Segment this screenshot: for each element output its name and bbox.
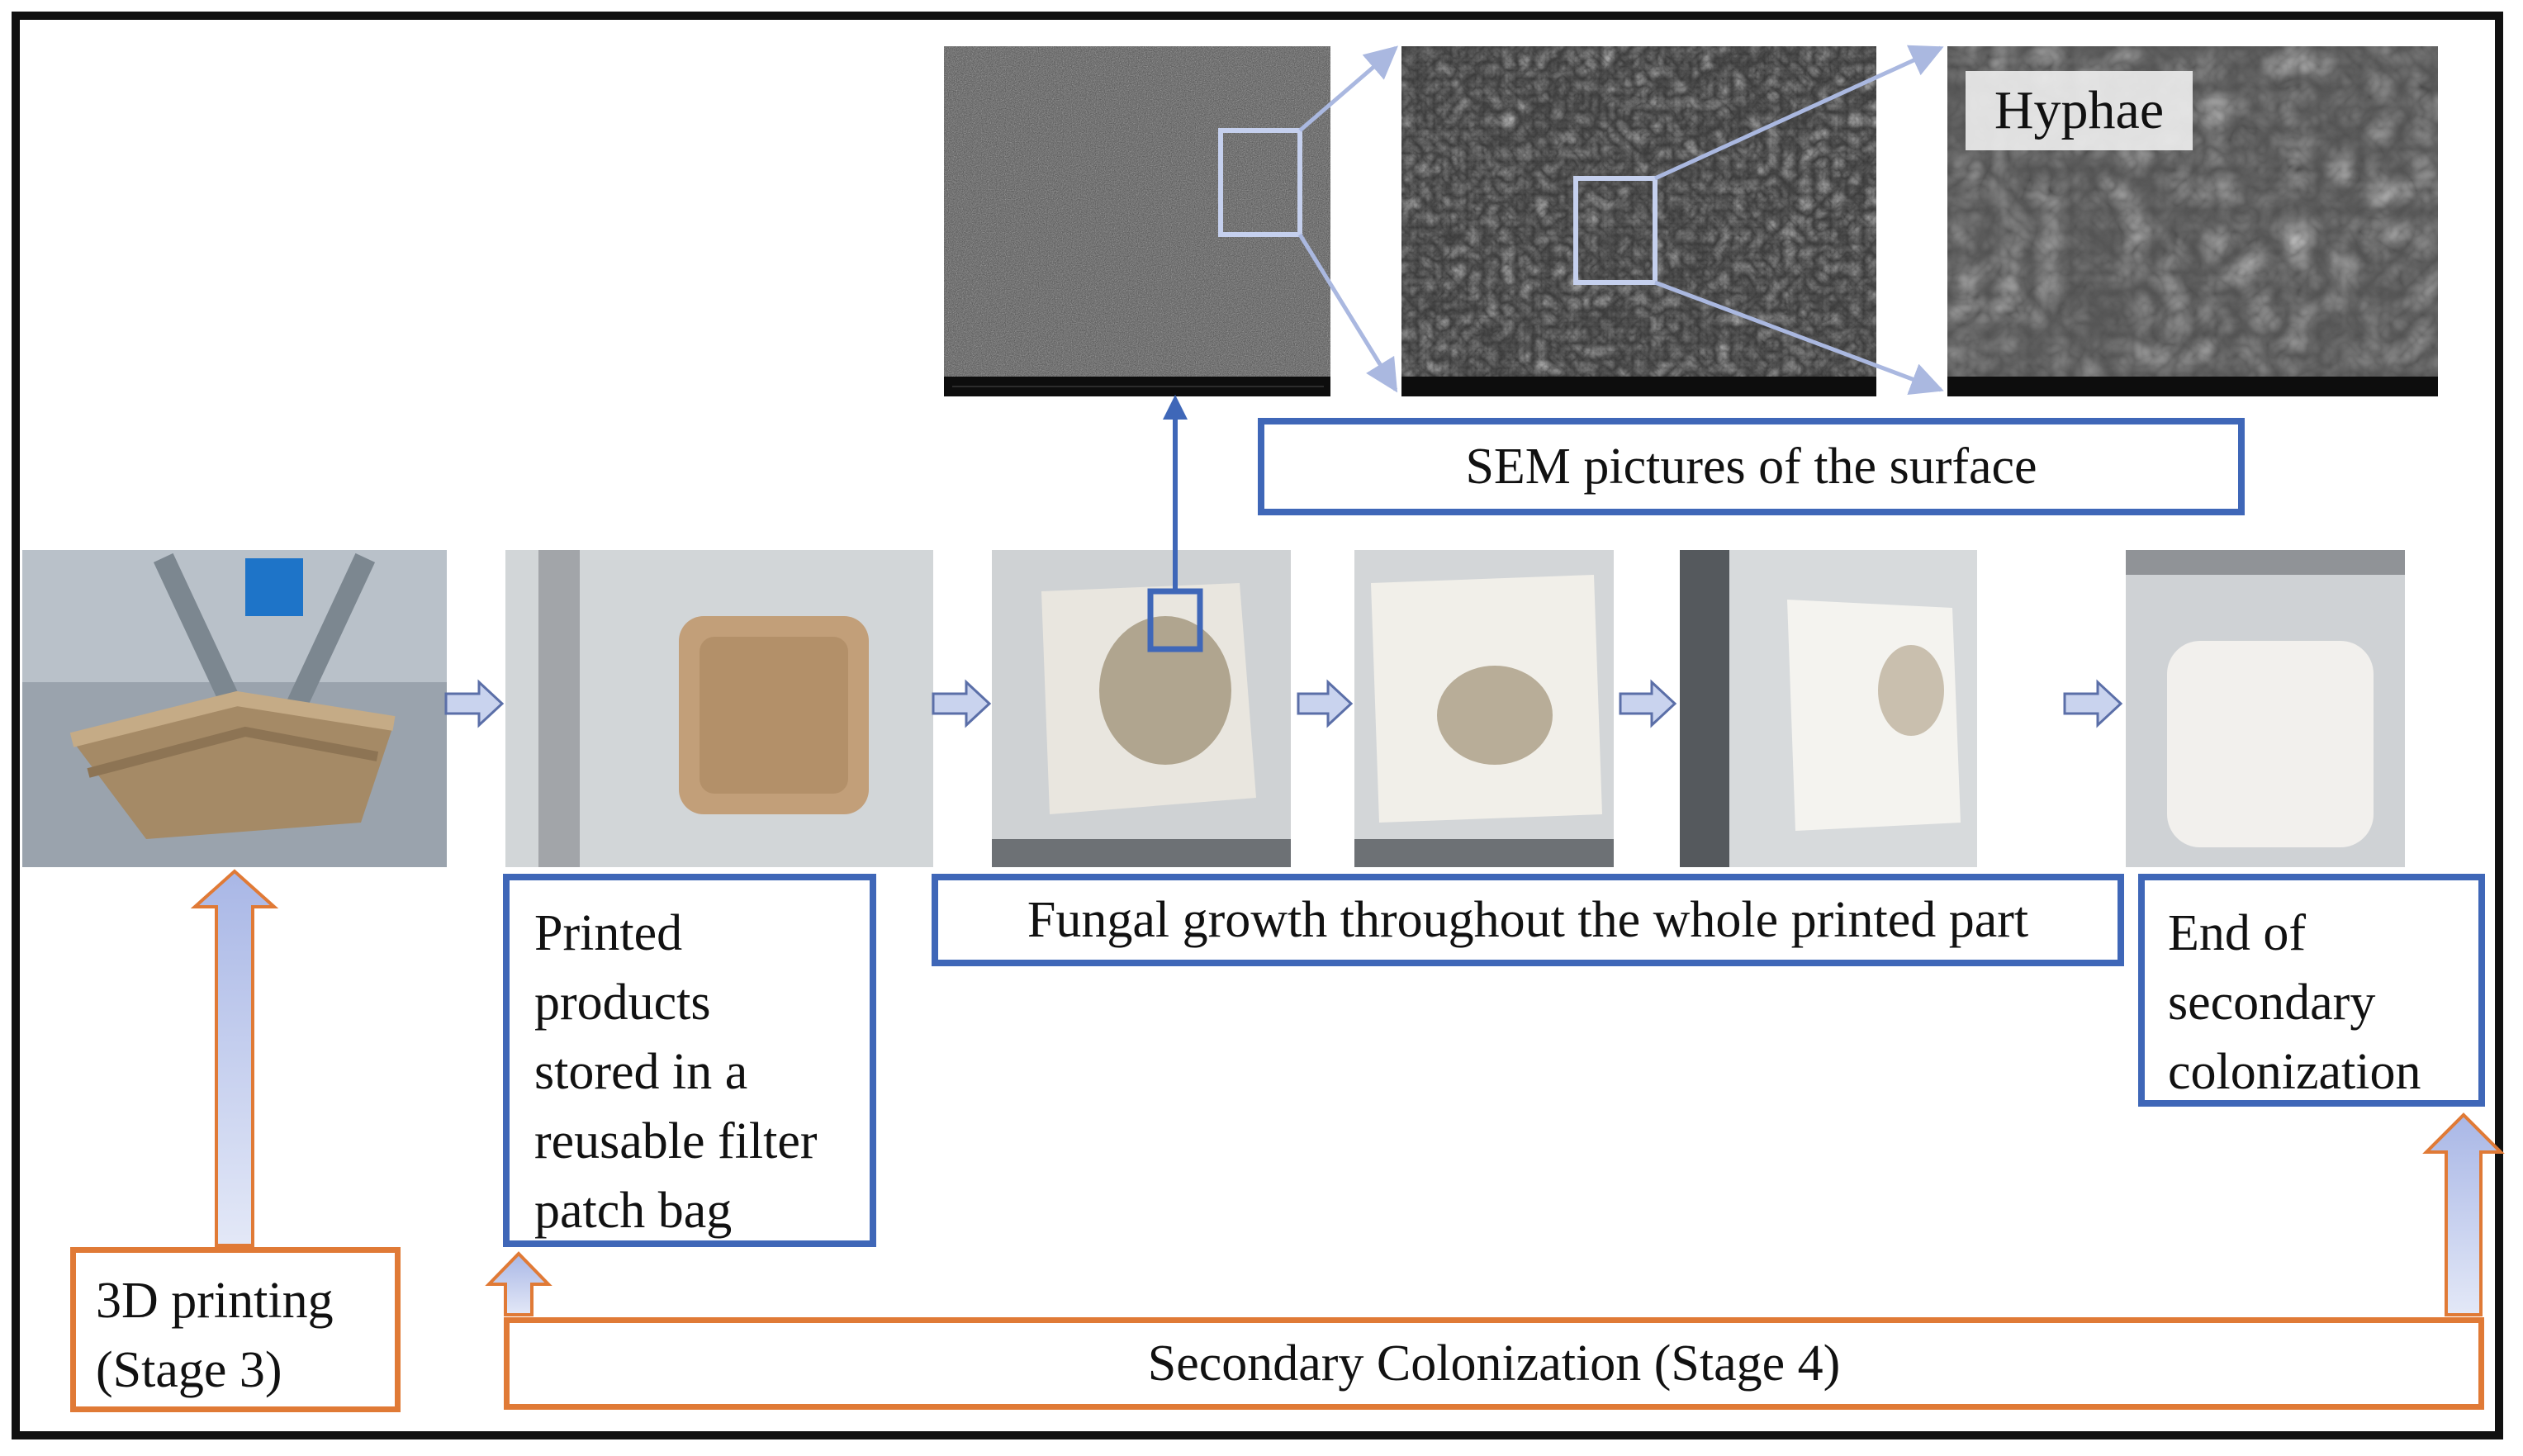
- hyphae-label: Hyphae: [1966, 71, 2193, 150]
- sem-image-high-mag: [1947, 46, 2438, 396]
- fungal-growth-box: Fungal growth throughout the whole print…: [932, 874, 2124, 966]
- photo-fungal-growth-2: [1354, 550, 1614, 867]
- photo-3d-printing: [22, 550, 447, 867]
- photo-fungal-growth-1: [992, 550, 1291, 867]
- printing-line-1: 3D printing: [96, 1273, 334, 1329]
- end-line-1: End of: [2168, 905, 2307, 961]
- secondary-stage-box: Secondary Colonization (Stage 4): [504, 1317, 2484, 1410]
- printing-line-2: (Stage 3): [96, 1342, 282, 1398]
- photo-stored-bag: [505, 550, 933, 867]
- photo-fungal-growth-3: [1680, 550, 1977, 867]
- end-colonization-box: End of secondary colonization: [2138, 874, 2485, 1107]
- sem-image-low-mag: [944, 46, 1330, 396]
- printing-stage-box: 3D printing (Stage 3): [70, 1247, 401, 1412]
- stored-line-4: reusable filter: [534, 1113, 818, 1169]
- photo-end-colonization: [2126, 550, 2405, 867]
- sem-image-mid-mag: [1401, 46, 1876, 396]
- sem-caption-box: SEM pictures of the surface: [1258, 418, 2245, 515]
- end-line-2: secondary: [2168, 975, 2376, 1031]
- end-line-3: colonization: [2168, 1044, 2421, 1100]
- stored-products-box: Printed products stored in a reusable fi…: [503, 874, 876, 1247]
- stored-line-2: products: [534, 975, 711, 1031]
- diagram-frame: [12, 12, 2503, 1439]
- stored-line-1: Printed: [534, 905, 683, 961]
- stored-line-5: patch bag: [534, 1183, 733, 1239]
- stored-line-3: stored in a: [534, 1044, 748, 1100]
